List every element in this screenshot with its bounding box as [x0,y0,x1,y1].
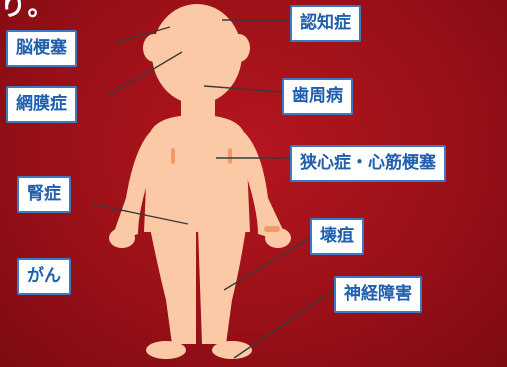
label-heart: 狭心症・心筋梗塞 [290,145,446,182]
head [152,4,242,104]
label-dementia: 認知症 [290,5,361,42]
leader-line-kidney [91,203,189,225]
leader-line-gangrene [223,237,311,291]
label-kidney: 腎症 [17,176,71,213]
label-retinopathy: 網膜症 [6,86,77,123]
right-arm [244,132,285,240]
leader-line-neuropathy [233,289,335,359]
neck [181,92,215,120]
label-gangrene: 壊疽 [310,218,364,255]
left-arm [113,132,152,240]
human-body-figure [109,4,291,359]
gangrene-mark [264,226,280,232]
leader-lines [91,19,335,359]
torso [144,116,250,232]
label-periodontal: 歯周病 [282,78,353,115]
left-chest-mark [171,148,175,164]
right-chest-mark [228,148,232,164]
label-stroke: 脳梗塞 [6,30,77,67]
left-hand [109,228,135,248]
label-cancer: がん [17,258,71,295]
top-text-fragment: り。 [0,0,56,22]
right-leg [198,228,246,344]
right-foot [212,341,252,359]
leader-line-stroke [113,26,171,44]
leader-line-retinopathy [107,51,183,97]
left-foot [146,341,186,359]
right-hand [265,228,291,248]
label-neuropathy: 神経障害 [334,276,422,313]
left-leg [150,228,196,344]
leader-line-periodontal [203,85,283,93]
